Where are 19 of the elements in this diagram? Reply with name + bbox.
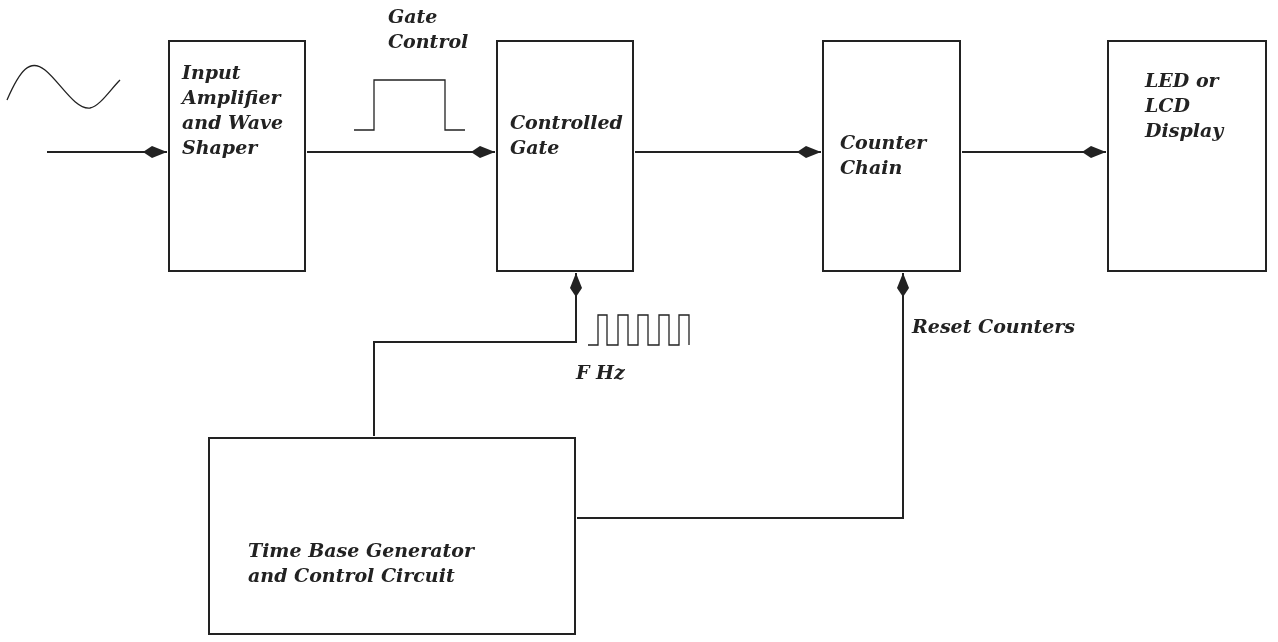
arrow [373, 272, 582, 437]
arrow [46, 146, 168, 158]
arrow [306, 146, 496, 158]
block-label: Time Base Generator and Control Circuit [248, 538, 476, 588]
block-box [168, 40, 306, 272]
arrow [634, 146, 822, 158]
block-box [208, 437, 576, 635]
signal-label: Gate Control [388, 4, 470, 54]
block-box [496, 40, 634, 272]
block-box [822, 40, 961, 272]
signal-label: F Hz [576, 360, 626, 385]
block-label: Controlled Gate [510, 110, 624, 160]
arrow [576, 272, 909, 519]
block-box [1107, 40, 1267, 272]
block-label: Input Amplifier and Wave Shaper [182, 60, 285, 160]
block-label: LED or LCD Display [1145, 68, 1226, 143]
block-label: Counter Chain [840, 130, 929, 180]
arrow [961, 146, 1107, 158]
signal-label: Reset Counters [912, 314, 1077, 339]
